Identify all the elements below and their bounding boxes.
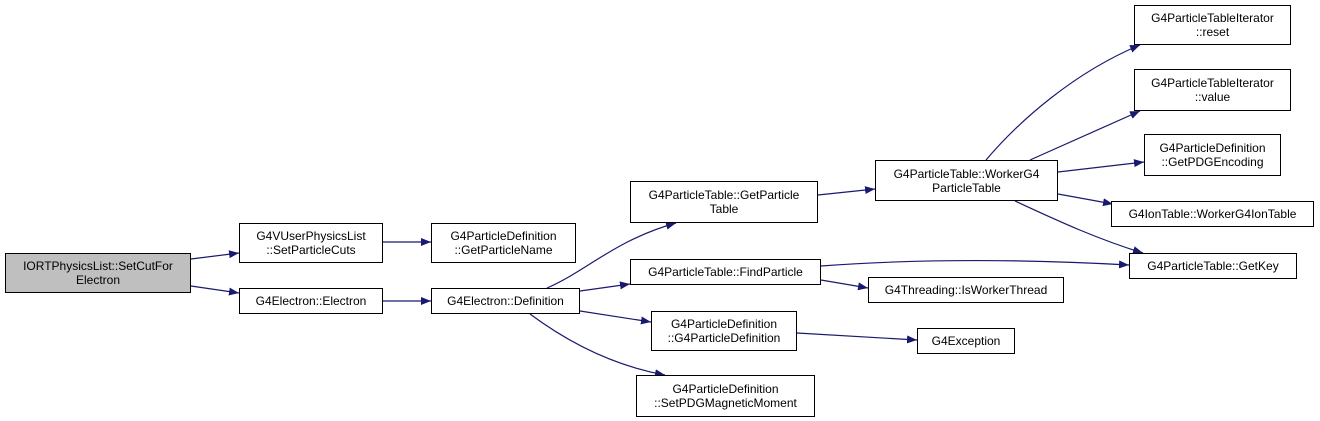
node-g4electron-electron[interactable]: G4Electron::Electron [239,288,383,314]
edge-pdctor-to-g4exception [796,332,918,344]
node-label-line-2: ::G4ParticleDefinition [667,331,781,345]
node-g4particletable-findparticle[interactable]: G4ParticleTable::FindParticle [630,259,821,285]
edge-workerpt-to-iontable [1057,193,1114,207]
node-label: G4Threading::IsWorkerThread [884,283,1048,297]
node-label-line-2: ParticleTable [932,180,1001,195]
edge-iort-to-setpcuts [190,250,240,260]
node-label-line-1: G4ParticleTableIterator [1151,11,1274,25]
edge-findp-to-getkey [820,260,1130,269]
node-g4particledefinition-getparticlename[interactable]: G4ParticleDefinition::GetParticleName [431,223,576,263]
node-label-line-1: G4ParticleDefinition [1159,141,1266,155]
edge-workerpt-to-itvalue [1029,110,1141,161]
node-label-line-1: G4ParticleDefinition [670,317,778,331]
node-label-line-2: ::GetParticleName [454,243,553,257]
node-g4exception[interactable]: G4Exception [917,328,1015,354]
node-label: G4Electron::Definition [447,294,564,308]
node-label-line-1: G4ParticleTable::GetParticle [648,188,800,202]
node-label-line-2: ::reset [1195,25,1230,39]
node-g4threading-isworkerthread[interactable]: G4Threading::IsWorkerThread [868,277,1064,303]
edge-findp-to-isworker [820,279,869,291]
edge-definition-to-pdctor [579,310,652,325]
node-label-line-2: ::SetParticleCuts [266,243,356,257]
node-g4vuserphysicslist-setparticlecuts[interactable]: G4VUserPhysicsList::SetParticleCuts [239,223,383,263]
node-label-line-1: G4ParticleDefinition [672,382,779,396]
node-label-line-1: IORTPhysicsList::SetCutFor [23,259,173,273]
node-label: G4Exception [931,334,1001,348]
edge-getptable-to-workerpt [817,186,876,196]
edge-definition-to-getptable [546,221,677,289]
edge-workerpt-to-getkey [1014,200,1144,254]
node-label-line-1: G4ParticleTableIterator [1151,76,1274,90]
node-label-line-2: ::GetPDGEncoding [1161,155,1264,169]
node-g4particletableiterator-value[interactable]: G4ParticleTableIterator::value [1134,69,1291,111]
edge-definition-to-setpdgmm [529,313,666,378]
edge-definition-to-findp [579,281,631,292]
node-g4particletableiterator-reset[interactable]: G4ParticleTableIterator::reset [1134,5,1291,45]
node-label-line-1: G4ParticleTable::WorkerG4 [893,166,1040,181]
node-label-line-1: G4VUserPhysicsList [256,229,366,243]
node-label-line-2: Electron [75,273,120,287]
node-label-line-2: Table [709,202,739,216]
edge-workerpt-to-itreset [985,44,1141,161]
edge-iort-to-electron [190,285,240,296]
node-g4particletable-getkey[interactable]: G4ParticleTable::GetKey [1129,253,1297,279]
node-g4particledefinition-constructor[interactable]: G4ParticleDefinition::G4ParticleDefiniti… [651,311,797,351]
node-label-line-1: G4ParticleDefinition [450,229,557,243]
node-label-line-2: ::value [1194,90,1231,104]
node-g4particledefinition-getpdgencoding[interactable]: G4ParticleDefinition::GetPDGEncoding [1144,134,1281,176]
edge-workerpt-to-getpdg [1057,159,1145,173]
node-label: G4IonTable::WorkerG4IonTable [1128,207,1297,221]
node-g4particledefinition-setpdgmagneticmoment[interactable]: G4ParticleDefinition::SetPDGMagneticMome… [636,375,815,417]
node-label: G4ParticleTable::FindParticle [648,265,803,279]
node-label: G4ParticleTable::GetKey [1147,259,1279,273]
node-label: G4Electron::Electron [255,294,367,308]
node-label-line-2: ::SetPDGMagneticMoment [654,396,797,410]
node-g4electron-definition[interactable]: G4Electron::Definition [431,288,580,314]
node-g4iontable-workerg4iontable[interactable]: G4IonTable::WorkerG4IonTable [1111,201,1314,227]
